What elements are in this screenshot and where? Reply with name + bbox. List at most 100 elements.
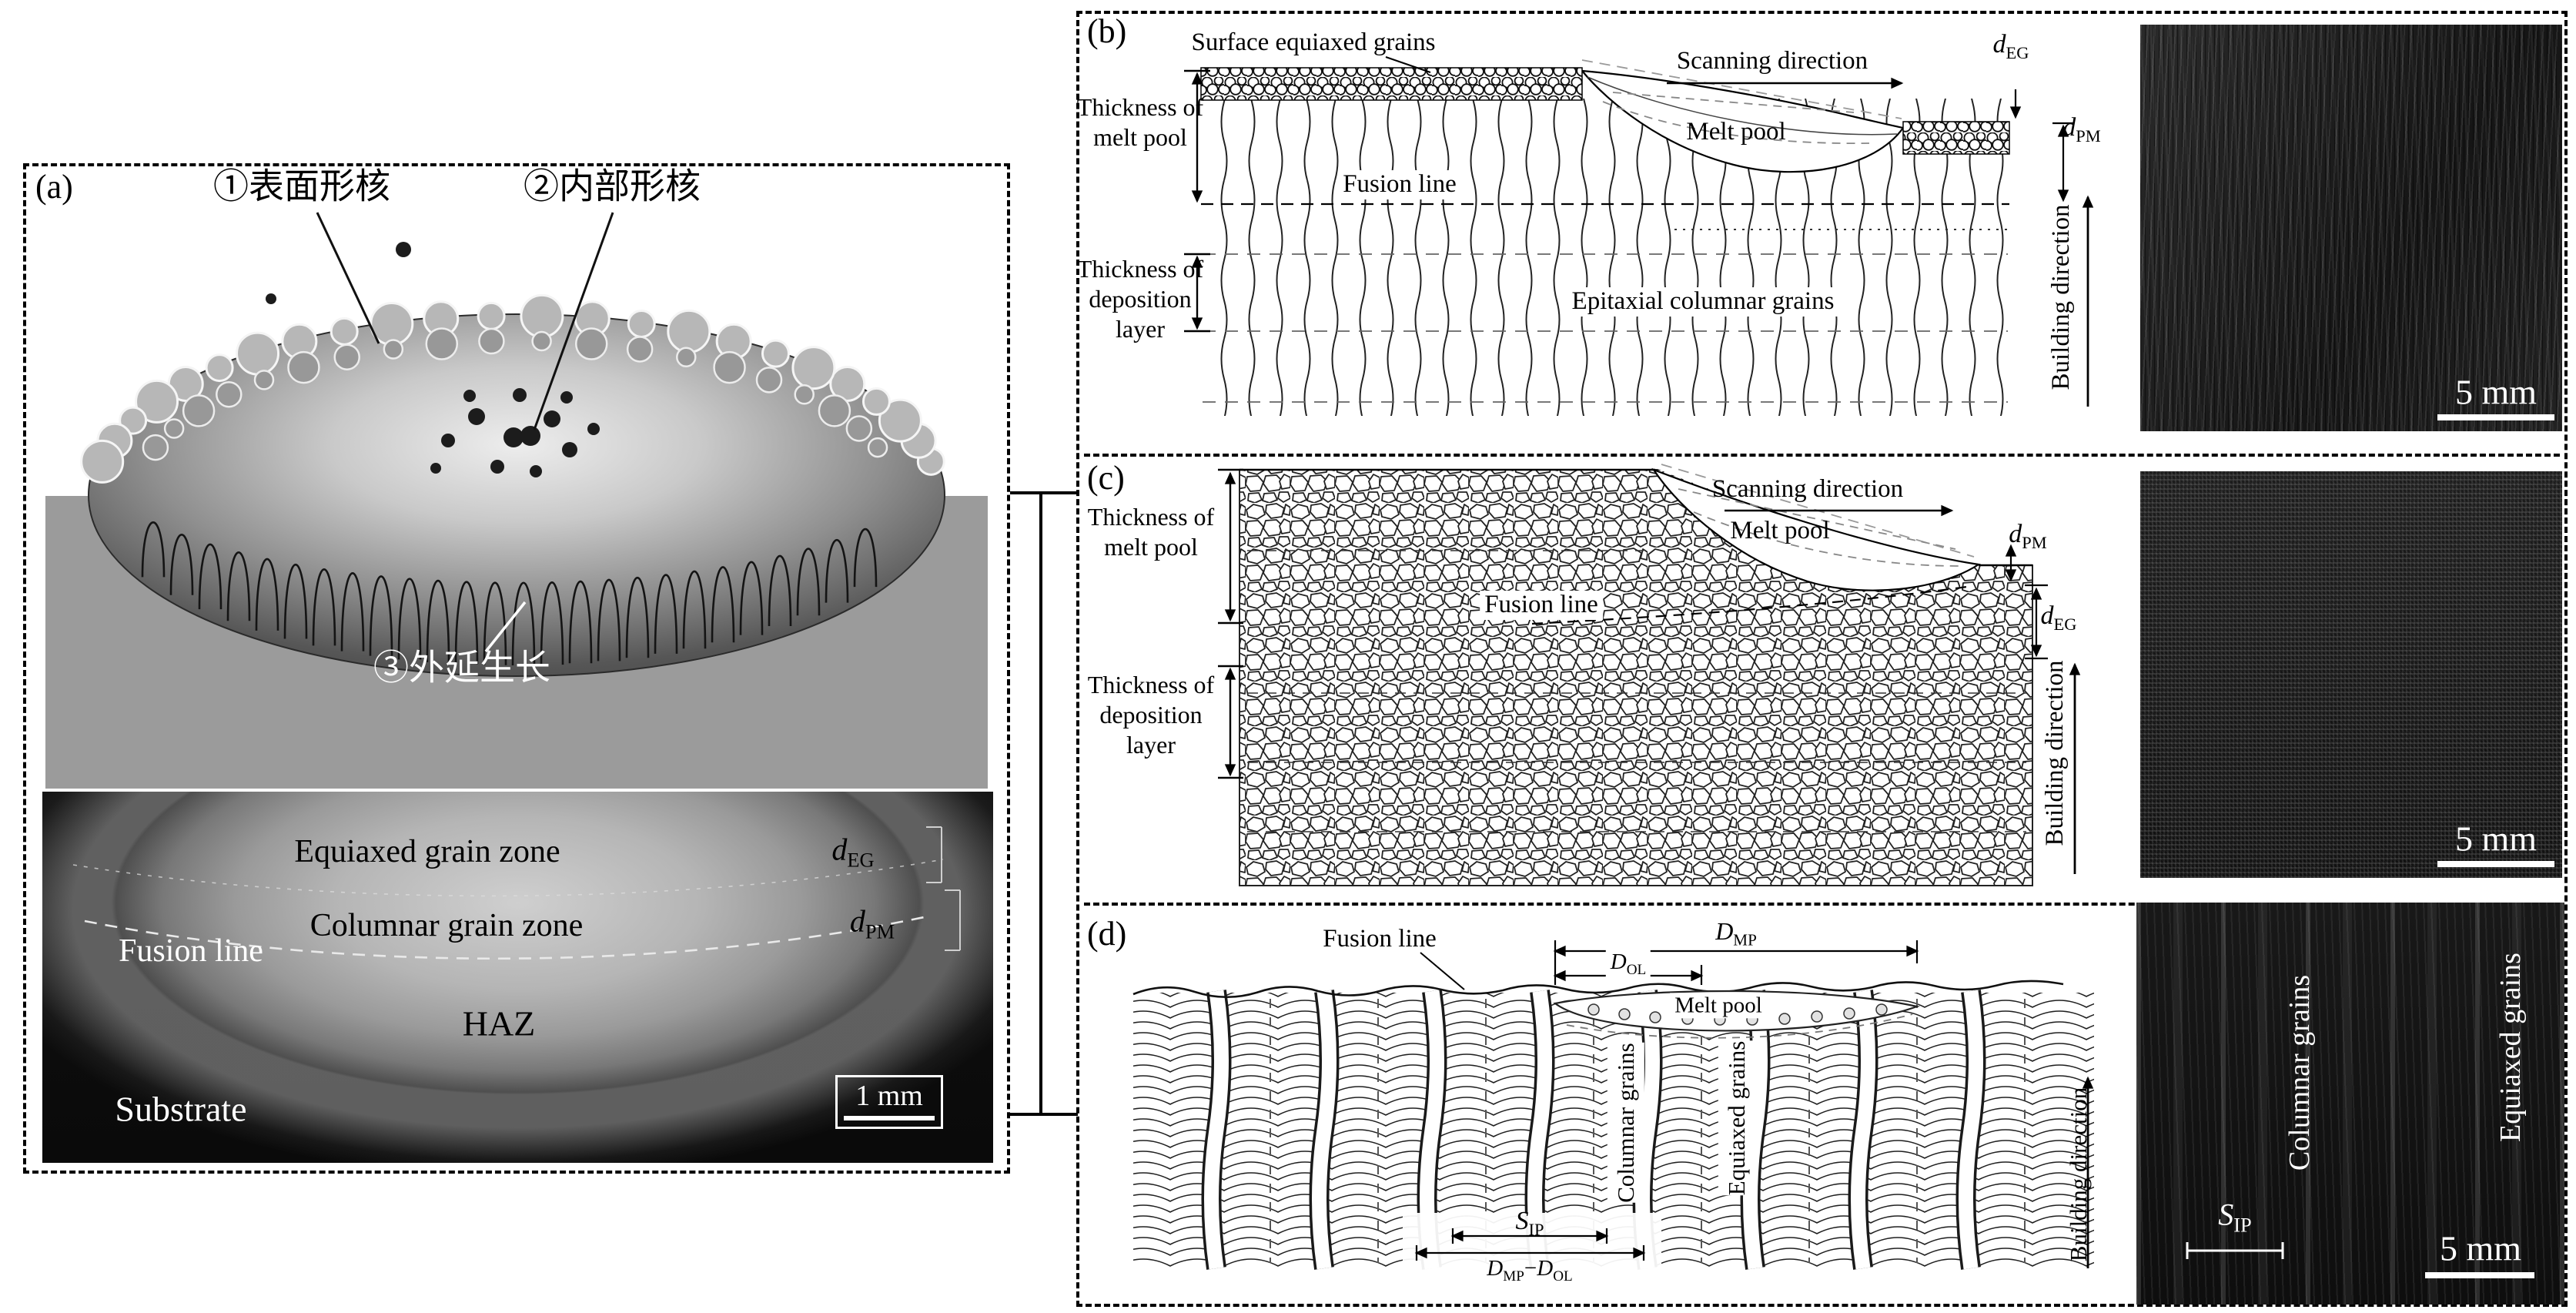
melt-pool-shape-c: [1651, 467, 1982, 591]
dim-sub: EG: [2006, 43, 2029, 62]
zone-boundary-dashed-a: [72, 859, 944, 897]
mask-above-pool: [1654, 467, 2036, 564]
label-surface-equiaxed-grains-b: Surface equiaxed grains: [1191, 28, 1436, 57]
divider-c-d: [1084, 903, 2560, 906]
label-equiaxed-grain-zone: Equiaxed grain zone: [294, 833, 560, 869]
micrograph-b: 5 mm: [2140, 25, 2562, 431]
dim-base: D: [1487, 1256, 1504, 1281]
label-columnar-grains-d: Columnar grains: [1607, 1043, 1644, 1203]
scale-bar-line-c: [2437, 861, 2554, 867]
label-scanning-direction-c: Scanning direction: [1711, 475, 1904, 504]
leader-surface-equiaxed: [1385, 56, 1431, 73]
pool-dashed-1: [1612, 92, 1855, 113]
fusion-line-dashed-a: [84, 915, 928, 960]
dim-s-ip-d: SIP: [1516, 1206, 1544, 1240]
dim-base: d: [2009, 520, 2022, 549]
micrograph-c: 5 mm: [2140, 471, 2562, 878]
leader-fusion-line-d: [1420, 952, 1465, 990]
leader-internal-nucleation: [533, 212, 614, 430]
label-thickness-melt-pool-c: Thickness of melt pool: [1087, 503, 1215, 561]
dim-operator: −: [1524, 1256, 1537, 1281]
dim-base: d: [2062, 113, 2076, 142]
dim-d-pm-a: dPM: [850, 903, 895, 943]
dim-d-mp-d: DMP: [1715, 917, 1757, 950]
panel-b-label: (b): [1087, 12, 1127, 50]
panel-d-label: (d): [1087, 915, 1127, 953]
surface-equiaxed-band-left: [1200, 67, 1583, 101]
scale-bar-a: 1 mm: [835, 1075, 943, 1129]
micrograph-d: Columnar grains Equiaxed grains SIP 5 mm: [2136, 903, 2564, 1305]
dim-base: d: [1992, 30, 2006, 59]
dim-base: D: [1715, 917, 1734, 946]
columnar-channels: [1201, 990, 2026, 1270]
dim-sub: PM: [865, 919, 895, 943]
surface-grain-circles: [80, 293, 945, 484]
dim-d-pm-c: dPM: [2009, 519, 2046, 553]
label-fusion-line-b: Fusion line: [1338, 170, 1461, 199]
dim-sub: OL: [1626, 961, 1647, 978]
label-haz: HAZ: [462, 1003, 536, 1043]
connector-line-vertical: [1039, 491, 1042, 1116]
scale-text-b: 5 mm: [2454, 372, 2538, 412]
thickness-arrows-c: [1218, 468, 1243, 779]
dim-sub: OL: [1553, 1268, 1573, 1285]
pool-dashed-2: [1602, 101, 1870, 145]
leader-surface-nucleation: [316, 212, 380, 344]
panel-b-schematic: [1184, 56, 2094, 416]
label-equiaxed-grains-d: Equiaxed grains: [1718, 1040, 1755, 1196]
label-building-direction-c: Building direction: [2041, 660, 2069, 846]
pool-dashed-d: [1566, 1013, 1913, 1039]
dim-base: d: [2040, 601, 2054, 631]
label-building-direction-b: Building direction: [2047, 204, 2076, 390]
connector-line-bottom: [1010, 1113, 1078, 1116]
top-surface-d: [1132, 980, 2064, 999]
dim-base: D: [1610, 950, 1627, 975]
dim-sub: MP: [1503, 1268, 1524, 1285]
dim-sub: EG: [847, 848, 875, 872]
label-fusion-line-d: Fusion line: [1323, 925, 1437, 953]
thickness-arrows-b: [1184, 69, 1210, 333]
dim-s-ip-micro-d: SIP: [2218, 1197, 2251, 1236]
scale-bar-line-b: [2437, 414, 2554, 420]
leader-epitaxial-growth: [484, 601, 527, 653]
dim-arrows-right-c: [2005, 544, 2048, 660]
label-thickness-deposition-b: Thickness of deposition layer: [1076, 255, 1204, 343]
micrograph-a: Equiaxed grain zone dEG Columnar grain z…: [42, 792, 993, 1163]
panel-c-label: (c): [1087, 459, 1125, 497]
annotation-surface-nucleation: ①表面形核: [213, 166, 390, 206]
scale-text-a: 1 mm: [855, 1080, 923, 1112]
label-thickness-deposition-c: Thickness of deposition layer: [1087, 671, 1215, 759]
label-fusion-line-a: Fusion line: [119, 933, 263, 969]
dim-base: d: [849, 903, 865, 939]
dim-dmp-minus-dol-d: DMP−DOL: [1487, 1256, 1572, 1285]
label-melt-pool-b: Melt pool: [1686, 118, 1786, 146]
dim-base: D: [1537, 1256, 1554, 1281]
dim-sub: MP: [1733, 930, 1757, 950]
panel-a-schematic: [45, 212, 988, 789]
connector-line-top: [1010, 491, 1078, 494]
dim-arrows-right-b: [2009, 89, 2074, 203]
label-melt-pool-d: Melt pool: [1670, 993, 1767, 1019]
label-fusion-line-c: Fusion line: [1480, 591, 1603, 620]
scale-bar-line-d: [2425, 1272, 2534, 1278]
label-equiaxed-grains-micro-d: Equiaxed grains: [2494, 953, 2527, 1142]
label-scanning-direction-b: Scanning direction: [1676, 47, 1868, 75]
epitaxial-arcs: [141, 521, 878, 665]
pool-inner-curve-b: [1587, 76, 1898, 136]
sip-bracket-micro-d: [2186, 1242, 2284, 1259]
scale-bar-line-a: [844, 1116, 935, 1120]
dim-sub: PM: [2076, 126, 2101, 146]
label-epitaxial-columnar-grains-b: Epitaxial columnar grains: [1567, 287, 1839, 317]
label-columnar-grains-micro-d: Columnar grains: [2283, 974, 2317, 1171]
dim-base: S: [2218, 1197, 2234, 1232]
dim-d-ol-d: DOL: [1605, 950, 1651, 979]
dim-sub: IP: [2233, 1213, 2252, 1237]
dim-d-pm-b: dPM: [2062, 112, 2100, 146]
fusion-line-c-dashed: [1531, 584, 1973, 625]
panel-c-schematic: [1218, 464, 2081, 886]
panels-bcd-box: [1076, 11, 2568, 1307]
label-thickness-melt-pool-b: Thickness of melt pool: [1076, 93, 1204, 152]
dim-sip-brackets: [1414, 1228, 1646, 1261]
annotation-internal-nucleation: ②内部形核: [524, 166, 701, 206]
